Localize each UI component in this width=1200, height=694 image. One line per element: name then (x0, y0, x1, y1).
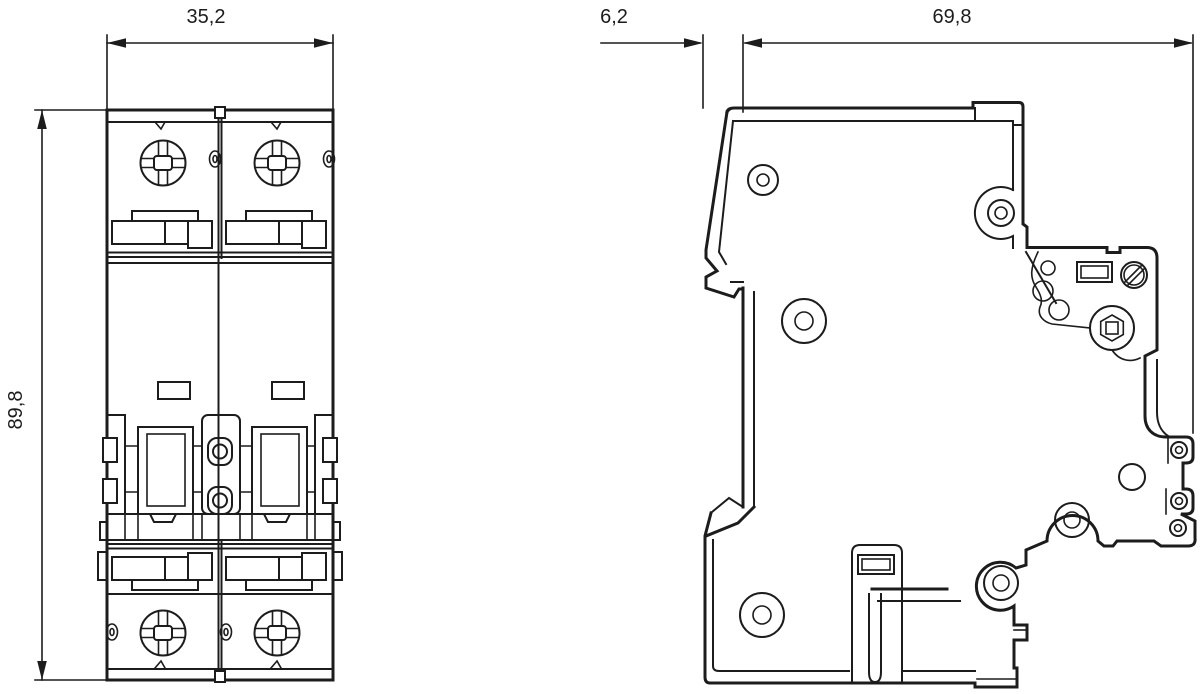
side-arc-chute-block (1024, 250, 1148, 362)
front-lower-band (97, 513, 343, 581)
bottom-terminal-left (111, 552, 213, 591)
front-top-terminals (106, 210, 334, 264)
side-view: 6,2 69,8 (600, 6, 1197, 689)
side-bottom-terminal (851, 544, 1026, 684)
clamp-screw-icons (105, 150, 336, 641)
side-inner-walls (732, 107, 1170, 438)
front-toggle-section (102, 414, 338, 515)
screw-bottom-left (139, 609, 187, 657)
screw-bottom-right (253, 609, 301, 657)
front-bottom-terminals (106, 543, 334, 595)
toggle-recess-left (124, 426, 203, 515)
top-terminal-left (111, 210, 213, 249)
side-body-outline (703, 101, 1197, 689)
bottom-terminal-right (225, 552, 327, 591)
front-body-outline (105, 106, 335, 683)
front-label-windows (157, 381, 305, 400)
toggle-recess-right (239, 426, 316, 515)
screw-top-left (139, 139, 187, 187)
dim-label-side-offset: 6,2 (600, 6, 628, 28)
hex-adjust-screw-icon (1089, 305, 1135, 351)
dim-label-front-width: 35,2 (187, 6, 226, 28)
dim-label-side-depth: 69,8 (933, 6, 972, 28)
top-terminal-right (225, 210, 327, 249)
front-height-dimension: 89,8 (5, 109, 108, 681)
side-rivets (739, 164, 1146, 638)
screw-top-right (253, 139, 301, 187)
dim-label-front-height: 89,8 (5, 391, 27, 430)
front-terminal-screws (105, 139, 336, 657)
front-width-dimension: 35,2 (106, 6, 334, 109)
slotted-screw-icon (1120, 261, 1148, 289)
front-view: 35,2 89,8 (5, 6, 343, 683)
side-din-claws (1165, 436, 1188, 537)
side-dimensions: 6,2 69,8 (600, 6, 1194, 434)
